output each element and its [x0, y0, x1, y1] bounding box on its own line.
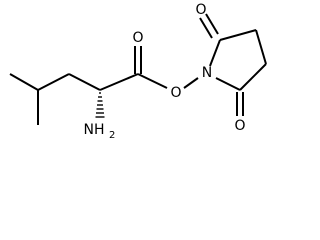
bond-ch2-calpha: [68, 73, 101, 91]
bond-ring-carbonyl-top-1: [199, 17, 213, 39]
bond-oester-n: [183, 77, 199, 89]
molecule-diagram: O O N O O NH 2: [9, 2, 267, 141]
atom-o-ester-carbonyl: O: [132, 30, 143, 46]
bond-ch-ch2: [37, 73, 70, 91]
bond-c5-n: [215, 77, 241, 91]
bond-calpha-ccarbonyl: [99, 73, 139, 91]
bond-c4-c5: [239, 63, 267, 91]
bond-ring-carbonyl-top-2: [205, 13, 219, 35]
atom-o-ester: O: [170, 85, 181, 101]
bond-ccarbonyl-oester: [137, 73, 168, 89]
bond-c2-c3: [219, 29, 257, 41]
atom-o-ring-top: O: [195, 2, 206, 18]
bond-methyl-top: [9, 73, 39, 91]
bond-c3-c4: [255, 29, 267, 65]
atom-n-ring: N: [202, 65, 212, 81]
atom-amine-n: NH: [84, 122, 105, 138]
bond-n-c2: [209, 39, 221, 67]
atom-o-ring-bottom: O: [234, 118, 245, 134]
stereo-wedge-bond: [95, 92, 105, 118]
atom-amine-sub: 2: [109, 130, 115, 141]
